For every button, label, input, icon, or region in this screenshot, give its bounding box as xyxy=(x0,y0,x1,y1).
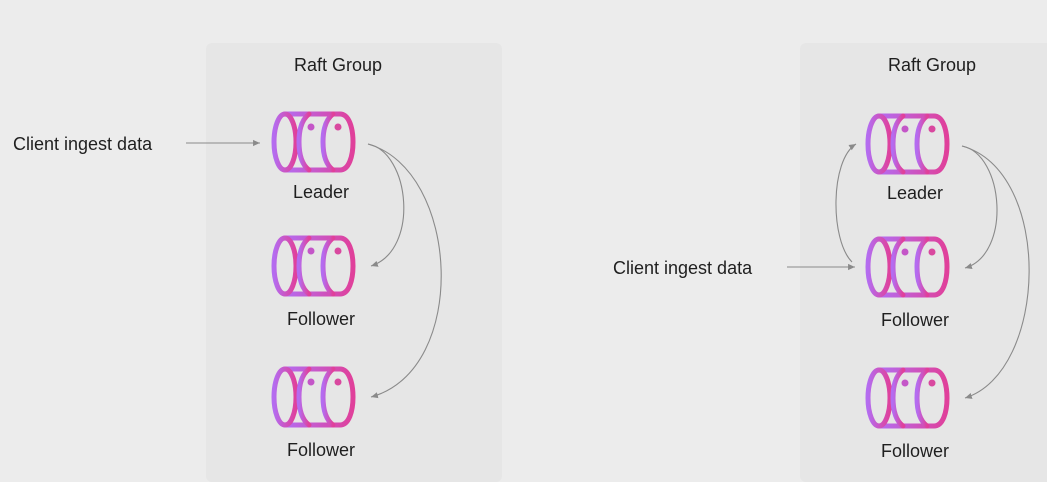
group-title: Raft Group xyxy=(293,55,383,75)
leader-to-follower-arrow xyxy=(961,145,1030,399)
leader-to-follower-arrow xyxy=(367,143,405,267)
leader-label: Leader xyxy=(886,183,944,203)
leader-label: Leader xyxy=(292,182,350,202)
leader-to-follower-arrow xyxy=(961,145,998,269)
client-ingest-label: Client ingest data xyxy=(13,134,153,154)
client-ingest-label: Client ingest data xyxy=(613,258,753,278)
follower-label: Follower xyxy=(286,440,356,460)
group-title: Raft Group xyxy=(887,55,977,75)
follower-label: Follower xyxy=(880,441,950,461)
follower-to-leader-arrow xyxy=(835,143,857,263)
follower-label: Follower xyxy=(880,310,950,330)
follower-label: Follower xyxy=(286,309,356,329)
leader-to-follower-arrow xyxy=(367,143,442,399)
